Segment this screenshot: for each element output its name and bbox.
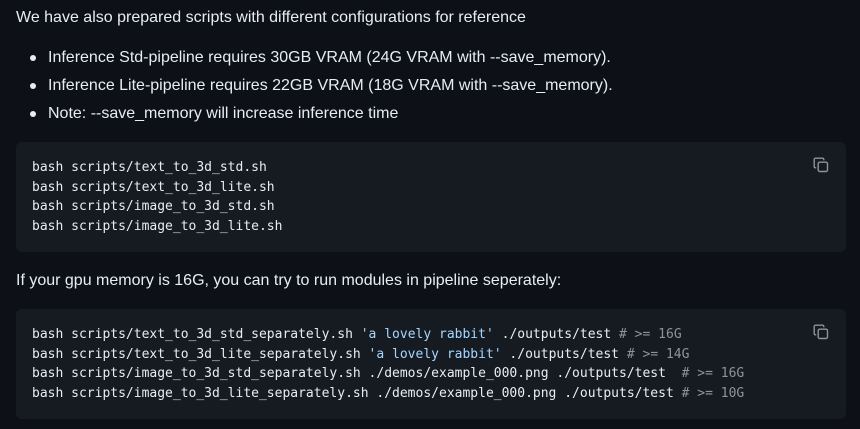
code-block-separately: bash scripts/text_to_3d_std_separately.s…: [16, 309, 846, 419]
code-line: bash scripts/text_to_3d_lite_separately.…: [32, 345, 830, 365]
code-line: bash scripts/text_to_3d_std_separately.s…: [32, 325, 830, 345]
list-item: Note: --save_memory will increase infere…: [16, 104, 613, 132]
code-comment: # >= 14G: [626, 346, 690, 362]
code-command: bash scripts/text_to_3d_lite_separately.…: [32, 346, 369, 362]
copy-icon: [813, 324, 829, 340]
code-line: bash scripts/image_to_3d_std.sh: [32, 199, 275, 215]
code-command: ./outputs/test: [501, 346, 627, 362]
code-string: 'a lovely rabbit': [368, 346, 502, 362]
list-item: Inference Std-pipeline requires 30GB VRA…: [16, 48, 613, 76]
code-line: bash scripts/image_to_3d_lite_separately…: [32, 384, 830, 404]
code-comment: # >= 16G: [619, 327, 682, 342]
code-comment: # >= 10G: [681, 386, 745, 402]
code-content[interactable]: bash scripts/text_to_3d_std_separately.s…: [16, 309, 846, 404]
intro-text: We have also prepared scripts with diffe…: [16, 9, 526, 26]
copy-icon: [813, 157, 829, 173]
list-item: Inference Lite-pipeline requires 22GB VR…: [16, 76, 613, 104]
code-string: 'a lovely rabbit': [360, 327, 494, 342]
requirements-list: Inference Std-pipeline requires 30GB VRA…: [16, 48, 613, 132]
code-command: ./outputs/test: [493, 327, 620, 342]
code-command: bash scripts/text_to_3d_std_separately.s…: [32, 327, 361, 342]
code-command: bash scripts/image_to_3d_lite_separately…: [32, 386, 682, 402]
copy-button[interactable]: [810, 154, 832, 176]
separately-text: If your gpu memory is 16G, you can try t…: [16, 272, 562, 289]
code-line: bash scripts/text_to_3d_lite.sh: [32, 179, 275, 195]
code-line: bash scripts/text_to_3d_std.sh: [32, 160, 267, 175]
code-line: bash scripts/image_to_3d_lite.sh: [32, 219, 283, 235]
code-command: bash scripts/image_to_3d_std_separately.…: [32, 366, 682, 382]
code-comment: # >= 16G: [681, 366, 745, 382]
code-line: bash scripts/image_to_3d_std_separately.…: [32, 364, 830, 384]
copy-button[interactable]: [810, 321, 832, 343]
